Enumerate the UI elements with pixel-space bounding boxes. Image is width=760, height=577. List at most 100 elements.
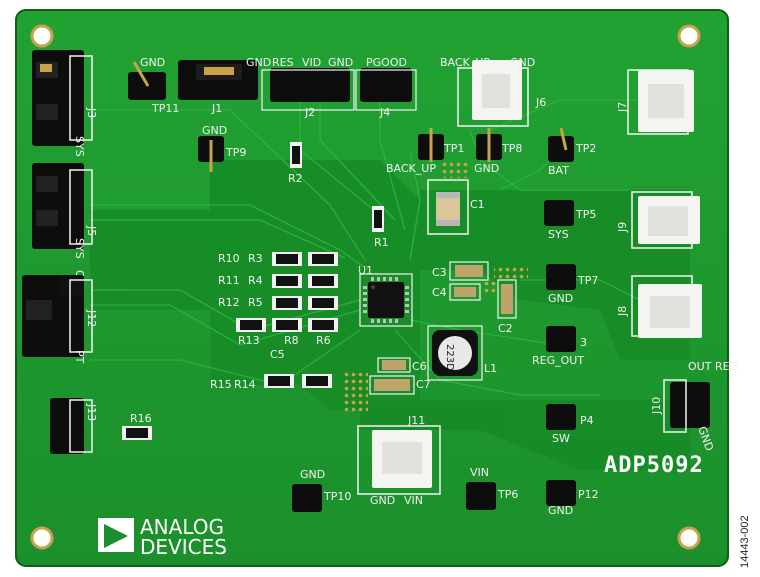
label-tp4: P4 xyxy=(580,414,594,427)
label-c1: C1 xyxy=(470,198,485,211)
ic-u1 xyxy=(359,273,413,327)
via-cluster-c4 xyxy=(482,282,496,296)
label-j5: J5 xyxy=(85,225,98,236)
part-number: ADP5092 xyxy=(604,453,704,478)
test-point-tp1 xyxy=(418,128,444,162)
via-cluster-c3 xyxy=(494,266,528,280)
label-gnd-tp7: GND xyxy=(548,292,573,305)
label-j2: J2 xyxy=(304,106,315,119)
label-gnd-tp9: GND xyxy=(202,124,227,137)
label-sys-j3: SYS xyxy=(73,136,86,157)
capacitor-c6 xyxy=(377,357,411,373)
test-point-tp12 xyxy=(546,480,576,506)
label-r1: R1 xyxy=(374,236,389,249)
label-sys-j5: SYS xyxy=(73,238,86,259)
label-out-reg: OUT REG xyxy=(688,360,738,373)
label-r15: R15 xyxy=(210,378,232,391)
label-u1: U1 xyxy=(358,264,373,277)
label-r16: R16 xyxy=(130,412,152,425)
label-j3: J3 xyxy=(85,107,98,118)
label-back-up-tp1: BACK_UP xyxy=(386,162,436,175)
resistor-element xyxy=(312,276,334,286)
label-tp10: TP10 xyxy=(323,490,351,503)
label-pgood: PGOOD xyxy=(366,56,407,69)
label-j8: J8 xyxy=(616,306,629,317)
resistor-element xyxy=(276,298,298,308)
connector-j9 xyxy=(631,191,700,249)
label-r11: R11 xyxy=(218,274,240,287)
label-r12: R12 xyxy=(218,296,240,309)
label-vin-tp6: VIN xyxy=(470,466,489,479)
label-tp3: 3 xyxy=(580,336,587,349)
capacitor-c7 xyxy=(369,375,415,395)
connector-j6 xyxy=(457,60,529,127)
analog-devices-logo xyxy=(98,518,134,552)
header-j5 xyxy=(32,163,93,249)
capacitor-c1 xyxy=(427,162,469,235)
label-r8: R8 xyxy=(284,334,299,347)
label-r5: R5 xyxy=(248,296,263,309)
label-tp5: TP5 xyxy=(575,208,596,221)
resistor-array xyxy=(236,252,338,388)
label-r4: R4 xyxy=(248,274,263,287)
resistor-element xyxy=(276,276,298,286)
label-res: RES xyxy=(272,56,294,69)
logo-line1: ANALOG xyxy=(140,515,224,539)
resistor-r2 xyxy=(290,142,302,168)
label-r2: R2 xyxy=(288,172,303,185)
label-j12: J12 xyxy=(85,309,98,327)
label-r13: R13 xyxy=(238,334,260,347)
test-point-tp8 xyxy=(476,128,502,162)
logo-line2: DEVICES xyxy=(140,535,227,559)
capacitor-c2 xyxy=(497,279,517,319)
label-l1: L1 xyxy=(484,362,497,375)
label-gnd-j2: GND xyxy=(328,56,353,69)
label-c6: C6 xyxy=(412,360,427,373)
inductor-marking: 223D xyxy=(444,344,455,371)
label-sw: SW xyxy=(552,432,570,445)
label-c-j5: C xyxy=(73,270,86,278)
label-c2: C2 xyxy=(498,322,513,335)
resistor-element xyxy=(240,320,262,330)
label-tp9: TP9 xyxy=(225,146,246,159)
label-r14: R14 xyxy=(234,378,256,391)
test-point-tp11 xyxy=(128,61,166,100)
resistor-element xyxy=(312,298,334,308)
label-tp6: TP6 xyxy=(497,488,518,501)
label-c3: C3 xyxy=(432,266,447,279)
label-c5: C5 xyxy=(270,348,285,361)
label-c7: C7 xyxy=(416,378,431,391)
label-r3: R3 xyxy=(248,252,263,265)
label-bat: BAT xyxy=(548,164,569,177)
label-tp8: TP8 xyxy=(501,142,522,155)
resistor-element xyxy=(306,376,328,386)
label-j4: J4 xyxy=(379,106,390,119)
header-j1 xyxy=(178,60,258,100)
label-j6: J6 xyxy=(535,96,546,109)
test-point-tp6 xyxy=(466,482,496,510)
header-j2 xyxy=(261,68,355,111)
header-j3 xyxy=(32,50,93,146)
label-gnd-tp10: GND xyxy=(300,468,325,481)
label-j10: J10 xyxy=(650,397,663,415)
connector-j7 xyxy=(627,69,694,135)
label-vin-j11: VIN xyxy=(404,494,423,507)
via-cluster-lower xyxy=(342,372,368,412)
resistor-element xyxy=(312,320,334,330)
label-vid: VID xyxy=(302,56,321,69)
resistor-r1 xyxy=(372,206,384,232)
label-gnd-j11: GND xyxy=(370,494,395,507)
capacitor-c4 xyxy=(449,283,481,301)
resistor-element xyxy=(312,254,334,264)
label-j9: J9 xyxy=(616,222,629,233)
resistor-element xyxy=(276,320,298,330)
capacitor-c3 xyxy=(449,261,489,281)
label-gnd-j6: GND xyxy=(510,56,535,69)
resistor-r16 xyxy=(122,426,152,440)
label-r6: R6 xyxy=(316,334,331,347)
label-r10: R10 xyxy=(218,252,240,265)
test-point-tp2 xyxy=(548,127,574,162)
label-tp2: TP2 xyxy=(575,142,596,155)
label-j1: J1 xyxy=(211,102,222,115)
resistor-element xyxy=(276,254,298,264)
